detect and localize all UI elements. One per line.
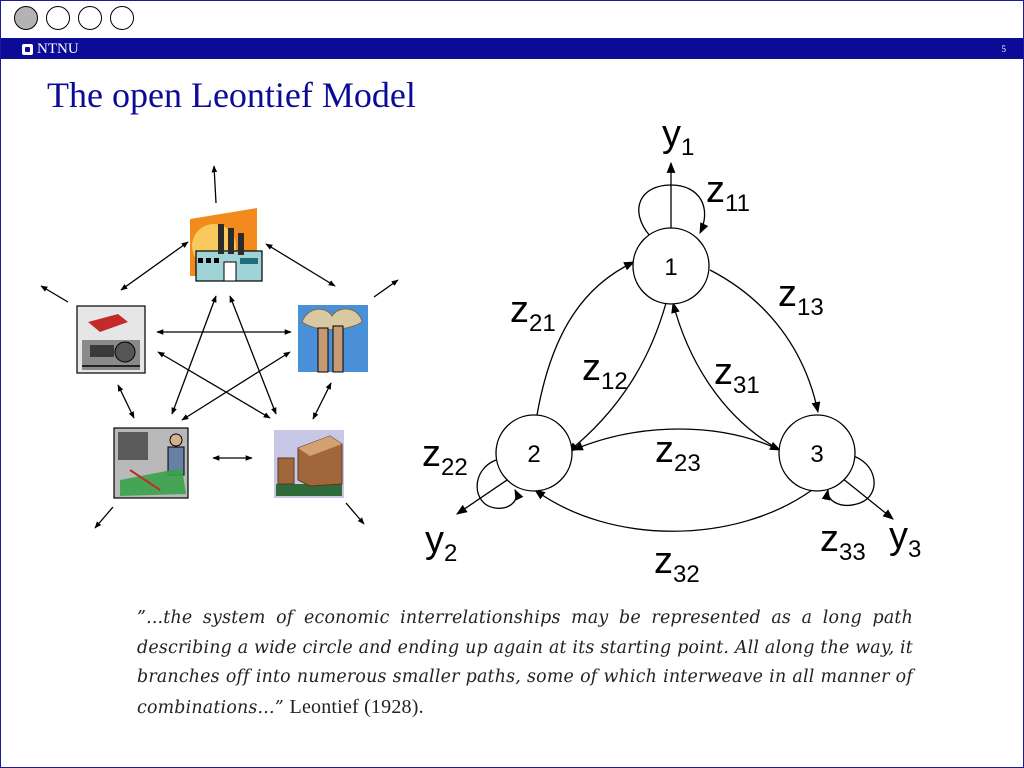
outflow-arrow-bottom-left — [94, 506, 114, 529]
quote-text: ”...the system of economic interrelation… — [137, 608, 913, 718]
flow-label-z11: z11 — [706, 169, 750, 217]
output-arrow-2 — [456, 475, 514, 515]
outflow-arrow-top — [211, 165, 218, 204]
flow-label-z21: z21 — [510, 289, 556, 337]
output-label-y2: y2 — [425, 519, 457, 567]
sector-node-3 — [778, 414, 856, 492]
sector-node-1 — [632, 227, 710, 305]
header-bar — [1, 38, 1023, 59]
edge-z12 — [567, 302, 667, 453]
edge-smokestack-worker — [181, 351, 291, 421]
outflow-arrow-bottom-right — [345, 502, 365, 525]
flow-label-z23: z23 — [655, 429, 701, 477]
edge-z13 — [709, 269, 821, 414]
output-label-y1: y1 — [662, 113, 694, 161]
flow-label-z12: z12 — [582, 347, 628, 395]
flow-label-z22: z22 — [422, 433, 468, 481]
edge-factory-machine — [120, 241, 189, 291]
outflow-arrow-right — [373, 279, 399, 298]
nav-circle-4[interactable] — [110, 6, 134, 30]
edge-smokestack-conveyor — [312, 382, 332, 420]
machine-icon — [76, 305, 146, 374]
slide-number: 5 — [1001, 44, 1007, 54]
edge-factory-conveyor — [229, 295, 277, 415]
flow-labels: 1 2 3 y1 y2 y3 z11 z21 z13 z12 z31 z23 z… — [422, 113, 921, 588]
worker-icon — [113, 427, 189, 499]
edge-factory-worker — [171, 295, 217, 415]
edge-z31 — [671, 301, 781, 451]
nav-circle-2[interactable] — [46, 6, 70, 30]
edge-machine-worker — [117, 384, 135, 419]
flow-diagram — [456, 161, 894, 532]
edge-z23 — [571, 428, 781, 451]
loop-z33 — [821, 454, 875, 506]
flow-label-z31: z31 — [714, 351, 760, 399]
flow-label-z13: z13 — [778, 273, 824, 321]
ntnu-logo-icon — [22, 44, 33, 55]
quote-attribution: Leontief (1928). — [289, 695, 424, 718]
edge-z32 — [534, 489, 813, 532]
edge-factory-smokestack — [265, 243, 336, 287]
page-title: The open Leontief Model — [47, 75, 416, 115]
conveyor-boxes-icon — [274, 430, 344, 498]
loop-z11 — [638, 184, 709, 237]
outflow-arrow-left — [40, 285, 69, 303]
sector-node-2 — [495, 414, 573, 492]
output-label-y3: y3 — [889, 515, 921, 563]
loop-z22 — [476, 459, 524, 509]
node-label-1: 1 — [664, 254, 677, 281]
leontief-quote: ”...the system of economic interrelation… — [137, 604, 913, 723]
nav-circle-1[interactable] — [14, 6, 38, 30]
clipart-network — [40, 165, 399, 529]
flow-label-z33: z33 — [820, 518, 866, 566]
nav-circle-3[interactable] — [78, 6, 102, 30]
edge-z21 — [536, 261, 635, 416]
factory-icon — [190, 208, 263, 282]
logo-text: NTNU — [37, 41, 79, 57]
smokestack-icon — [298, 305, 368, 373]
node-label-3: 3 — [810, 441, 823, 468]
node-label-2: 2 — [527, 441, 540, 468]
flow-label-z32: z32 — [654, 540, 700, 588]
